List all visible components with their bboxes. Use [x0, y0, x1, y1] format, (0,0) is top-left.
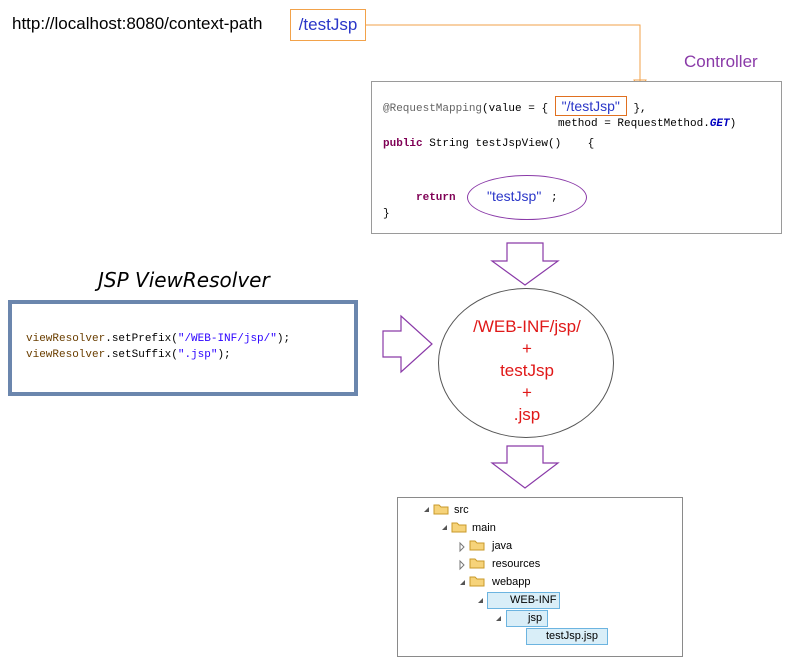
- url-path-box: /testJsp: [290, 9, 366, 41]
- tree-item-webapp[interactable]: webapp: [492, 576, 531, 588]
- request-method-get: GET: [709, 118, 730, 130]
- code-line-2: method = RequestMethod.GET): [558, 118, 737, 130]
- result-suffix: .jsp: [513, 405, 541, 424]
- project-tree: src main java resources webapp WEB-INF j…: [397, 497, 683, 657]
- resolver-line-suffix: viewResolver.setSuffix(".jsp");: [26, 349, 231, 361]
- result-plus-1: +: [522, 339, 532, 358]
- resolver-code-box: viewResolver.setPrefix("/WEB-INF/jsp/");…: [8, 300, 358, 396]
- tree-item-web-inf[interactable]: WEB-INF: [510, 594, 557, 606]
- tree-item-src[interactable]: src: [454, 504, 469, 516]
- code-close-brace: }: [383, 208, 390, 220]
- controller-title: Controller: [684, 52, 758, 71]
- collapsed-toggle-icon: [459, 541, 465, 553]
- down-arrow-result-to-tree: [490, 445, 560, 489]
- expanded-toggle-icon: [496, 616, 501, 621]
- code-line-return: return: [416, 192, 456, 204]
- result-plus-2: +: [522, 383, 532, 402]
- request-mapping-annotation: @RequestMapping: [383, 103, 483, 115]
- expanded-toggle-icon: [460, 580, 465, 585]
- resolver-title: JSP ViewResolver: [98, 268, 270, 292]
- resolver-line-prefix: viewResolver.setPrefix("/WEB-INF/jsp/");: [26, 333, 291, 345]
- resolved-view-ellipse: /WEB-INF/jsp/ + testJsp + .jsp: [438, 288, 614, 438]
- tree-item-main[interactable]: main: [472, 522, 496, 534]
- folder-icon-src: [433, 504, 449, 515]
- expanded-toggle-icon: [478, 598, 483, 603]
- tree-item-java[interactable]: java: [492, 540, 513, 552]
- tree-item-jsp-highlight: [506, 610, 548, 627]
- url-connector-line: [366, 24, 641, 85]
- down-arrow-controller-to-result: [490, 242, 560, 286]
- folder-icon-webapp: [469, 576, 485, 587]
- mapping-value-box: "/testJsp": [554, 96, 627, 116]
- folder-icon-main: [451, 522, 467, 533]
- tree-item-web-inf-highlight: [487, 592, 560, 609]
- code-line-3: public String testJspView() {: [383, 138, 595, 150]
- return-value-ellipse: [467, 175, 587, 220]
- folder-icon-java: [469, 540, 485, 551]
- tree-item-testjsp-highlight: [526, 628, 608, 645]
- code-line-1: @RequestMapping(value = { "/testJsp" },: [383, 96, 647, 116]
- tree-item-jsp[interactable]: jsp: [528, 612, 543, 624]
- folder-icon-resources: [469, 558, 485, 569]
- controller-code-box: @RequestMapping(value = { "/testJsp" }, …: [371, 81, 782, 234]
- result-view-name: testJsp: [500, 361, 554, 380]
- expanded-toggle-icon: [424, 507, 429, 512]
- result-prefix: /WEB-INF/jsp/: [473, 317, 581, 336]
- collapsed-toggle-icon: [459, 559, 465, 571]
- tree-item-resources[interactable]: resources: [492, 558, 541, 570]
- url-base: http://localhost:8080/context-path: [12, 14, 263, 33]
- expanded-toggle-icon: [442, 525, 447, 530]
- return-keyword: return: [416, 192, 456, 204]
- public-keyword: public: [383, 138, 423, 150]
- right-arrow-resolver-to-result: [382, 314, 433, 374]
- tree-item-testjsp-file[interactable]: testJsp.jsp: [546, 630, 598, 642]
